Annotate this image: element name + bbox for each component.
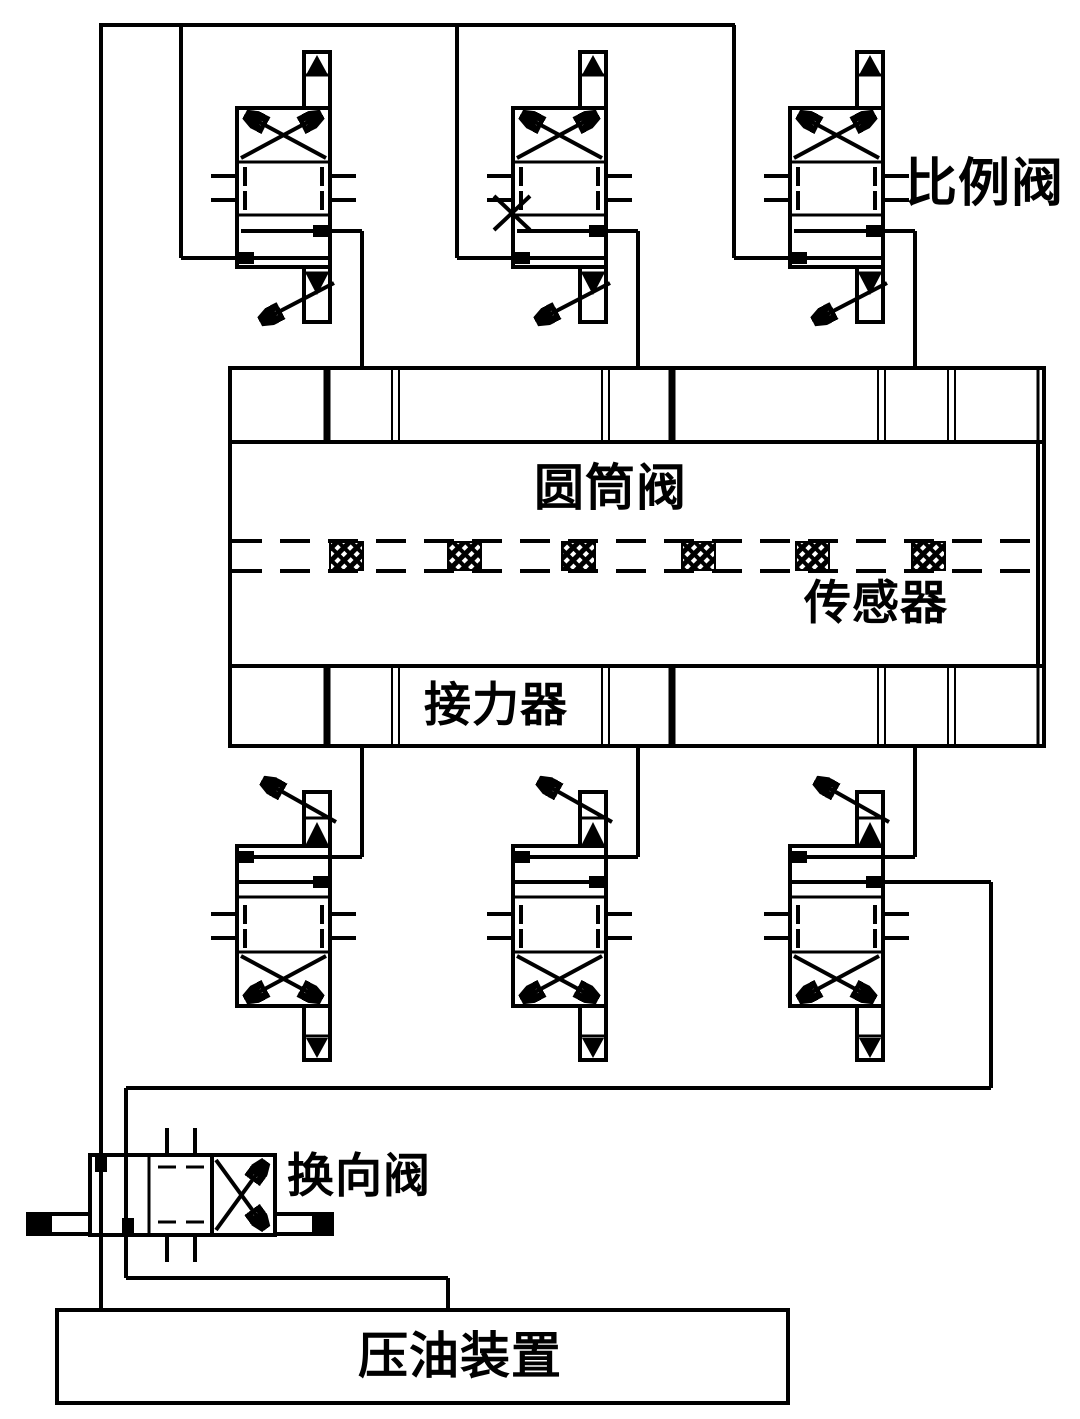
sensor-element (911, 541, 946, 571)
sensor-strip (232, 539, 1036, 573)
label-oil-pressure-device: 压油装置 (358, 1328, 562, 1384)
label-cylinder-valve: 圆筒阀 (534, 460, 687, 516)
lower-valve-1 (211, 744, 362, 1060)
label-relay: 接力器 (424, 680, 568, 732)
sensor-element (447, 541, 482, 571)
oil-pressure-unit (55, 1308, 790, 1405)
relay-band-top (228, 366, 1046, 444)
label-proportional-valve: 比例阀 (905, 156, 1065, 213)
lower-valve-3 (764, 744, 915, 1060)
pipe-lines (99, 23, 1046, 1310)
label-sensor: 传感器 (804, 578, 948, 630)
label-directional-valve: 换向阀 (287, 1151, 431, 1203)
directional-valve (26, 1128, 334, 1262)
sensor-element (561, 541, 596, 571)
sensor-element (795, 541, 830, 571)
proportional-valve-2 (457, 25, 638, 368)
sensor-element (681, 541, 716, 571)
sensor-element (329, 541, 364, 571)
proportional-valve-3 (734, 25, 915, 368)
proportional-valve-1 (181, 25, 362, 368)
closed-port-x-icon (492, 194, 532, 232)
lower-valve-2 (487, 744, 638, 1060)
cylinder-valve-block (228, 366, 1046, 748)
relay-band-bottom (228, 664, 1046, 748)
